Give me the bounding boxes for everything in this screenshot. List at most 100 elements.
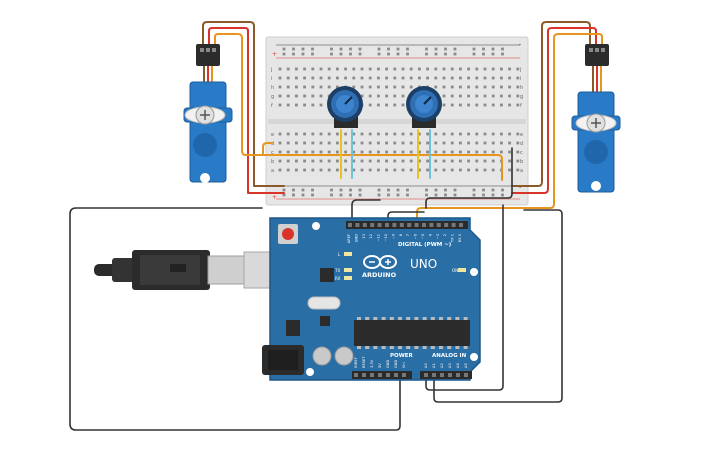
breadboard-hole[interactable] bbox=[409, 132, 413, 136]
analog-pin[interactable] bbox=[464, 373, 468, 377]
breadboard-hole[interactable] bbox=[475, 85, 479, 89]
breadboard-hole[interactable] bbox=[360, 76, 364, 80]
breadboard-hole[interactable] bbox=[311, 159, 315, 163]
breadboard-hole[interactable] bbox=[377, 103, 380, 107]
breadboard-hole[interactable] bbox=[426, 132, 429, 136]
breadboard-hole[interactable] bbox=[393, 76, 397, 80]
breadboard-hole[interactable] bbox=[278, 85, 282, 89]
breadboard-hole[interactable] bbox=[516, 76, 520, 80]
rail-hole[interactable] bbox=[377, 52, 381, 56]
breadboard-hole[interactable] bbox=[352, 168, 356, 172]
rail-hole[interactable] bbox=[482, 193, 485, 197]
breadboard-hole[interactable] bbox=[450, 168, 454, 172]
breadboard-hole[interactable] bbox=[500, 141, 503, 145]
rail-hole[interactable] bbox=[301, 188, 305, 192]
breadboard-hole[interactable] bbox=[467, 85, 470, 89]
breadboard-hole[interactable] bbox=[483, 159, 487, 163]
breadboard-hole[interactable] bbox=[319, 85, 323, 89]
breadboard-hole[interactable] bbox=[442, 159, 446, 163]
breadboard-hole[interactable] bbox=[286, 150, 290, 154]
breadboard-hole[interactable] bbox=[475, 132, 479, 136]
wire-right-servo-orange[interactable] bbox=[416, 33, 603, 225]
breadboard-hole[interactable] bbox=[344, 132, 347, 136]
breadboard-hole[interactable] bbox=[442, 141, 446, 145]
rail-hole[interactable] bbox=[311, 193, 314, 197]
breadboard-hole[interactable] bbox=[295, 94, 298, 98]
breadboard-hole[interactable] bbox=[295, 132, 298, 136]
breadboard-hole[interactable] bbox=[409, 85, 413, 89]
breadboard-hole[interactable] bbox=[327, 168, 331, 172]
power-pin[interactable] bbox=[394, 373, 398, 377]
rail-hole[interactable] bbox=[472, 193, 476, 197]
breadboard-hole[interactable] bbox=[442, 85, 446, 89]
breadboard-hole[interactable] bbox=[368, 159, 372, 163]
breadboard-hole[interactable] bbox=[475, 94, 479, 98]
breadboard-hole[interactable] bbox=[368, 67, 372, 71]
breadboard-hole[interactable] bbox=[401, 85, 405, 89]
breadboard-hole[interactable] bbox=[434, 76, 438, 80]
analog-pin[interactable] bbox=[424, 373, 428, 377]
header-pin[interactable] bbox=[407, 223, 412, 227]
breadboard-hole[interactable] bbox=[393, 103, 397, 107]
rail-hole[interactable] bbox=[349, 47, 352, 51]
breadboard-hole[interactable] bbox=[450, 67, 454, 71]
rail-hole[interactable] bbox=[339, 52, 343, 56]
rail-hole[interactable] bbox=[387, 47, 390, 51]
header-pin[interactable] bbox=[429, 223, 434, 227]
header-pin[interactable] bbox=[362, 223, 367, 227]
header-pin[interactable] bbox=[399, 223, 404, 227]
rail-hole[interactable] bbox=[396, 193, 400, 197]
breadboard-hole[interactable] bbox=[467, 141, 470, 145]
rail-hole[interactable] bbox=[453, 193, 457, 197]
power-pin[interactable] bbox=[370, 373, 374, 377]
breadboard-hole[interactable] bbox=[459, 76, 462, 80]
breadboard-hole[interactable] bbox=[500, 85, 503, 89]
rail-hole[interactable] bbox=[396, 47, 400, 51]
breadboard-hole[interactable] bbox=[442, 132, 446, 136]
breadboard-hole[interactable] bbox=[401, 67, 405, 71]
breadboard-hole[interactable] bbox=[368, 94, 372, 98]
header-pin[interactable] bbox=[348, 223, 352, 227]
servo-right[interactable] bbox=[571, 44, 621, 193]
rail-hole[interactable] bbox=[453, 47, 457, 51]
breadboard-hole[interactable] bbox=[278, 76, 282, 80]
breadboard-hole[interactable] bbox=[426, 141, 429, 145]
wire-black-gnd-top[interactable] bbox=[351, 199, 381, 225]
rail-hole[interactable] bbox=[444, 47, 447, 51]
breadboard-hole[interactable] bbox=[516, 94, 520, 98]
wire-right-servo-brown[interactable] bbox=[511, 21, 591, 187]
rail-hole[interactable] bbox=[482, 52, 485, 56]
breadboard-hole[interactable] bbox=[311, 168, 315, 172]
breadboard-hole[interactable] bbox=[409, 141, 413, 145]
rail-hole[interactable] bbox=[406, 52, 409, 56]
breadboard-hole[interactable] bbox=[401, 168, 405, 172]
breadboard-hole[interactable] bbox=[295, 168, 298, 172]
breadboard-hole[interactable] bbox=[311, 103, 315, 107]
breadboard-hole[interactable] bbox=[508, 76, 511, 80]
header-pin[interactable] bbox=[414, 223, 419, 227]
breadboard-hole[interactable] bbox=[401, 103, 405, 107]
breadboard-hole[interactable] bbox=[491, 141, 495, 145]
breadboard-hole[interactable] bbox=[401, 94, 405, 98]
breadboard-hole[interactable] bbox=[344, 168, 347, 172]
rail-hole[interactable] bbox=[472, 52, 476, 56]
breadboard-hole[interactable] bbox=[516, 168, 520, 172]
rail-hole[interactable] bbox=[358, 193, 362, 197]
breadboard-hole[interactable] bbox=[483, 67, 487, 71]
breadboard-hole[interactable] bbox=[401, 141, 405, 145]
rail-hole[interactable] bbox=[330, 52, 333, 56]
rail-hole[interactable] bbox=[491, 193, 495, 197]
wire-left-servo-orange[interactable] bbox=[214, 33, 503, 181]
breadboard-hole[interactable] bbox=[303, 159, 306, 163]
breadboard-hole[interactable] bbox=[418, 67, 421, 71]
breadboard-hole[interactable] bbox=[483, 168, 487, 172]
breadboard-hole[interactable] bbox=[450, 85, 454, 89]
potentiometer-2[interactable] bbox=[406, 86, 442, 128]
breadboard-hole[interactable] bbox=[467, 76, 470, 80]
breadboard-hole[interactable] bbox=[336, 85, 339, 89]
rail-hole[interactable] bbox=[339, 188, 343, 192]
breadboard-hole[interactable] bbox=[434, 150, 438, 154]
breadboard-hole[interactable] bbox=[467, 132, 470, 136]
breadboard-hole[interactable] bbox=[426, 150, 429, 154]
rail-hole[interactable] bbox=[444, 52, 447, 56]
